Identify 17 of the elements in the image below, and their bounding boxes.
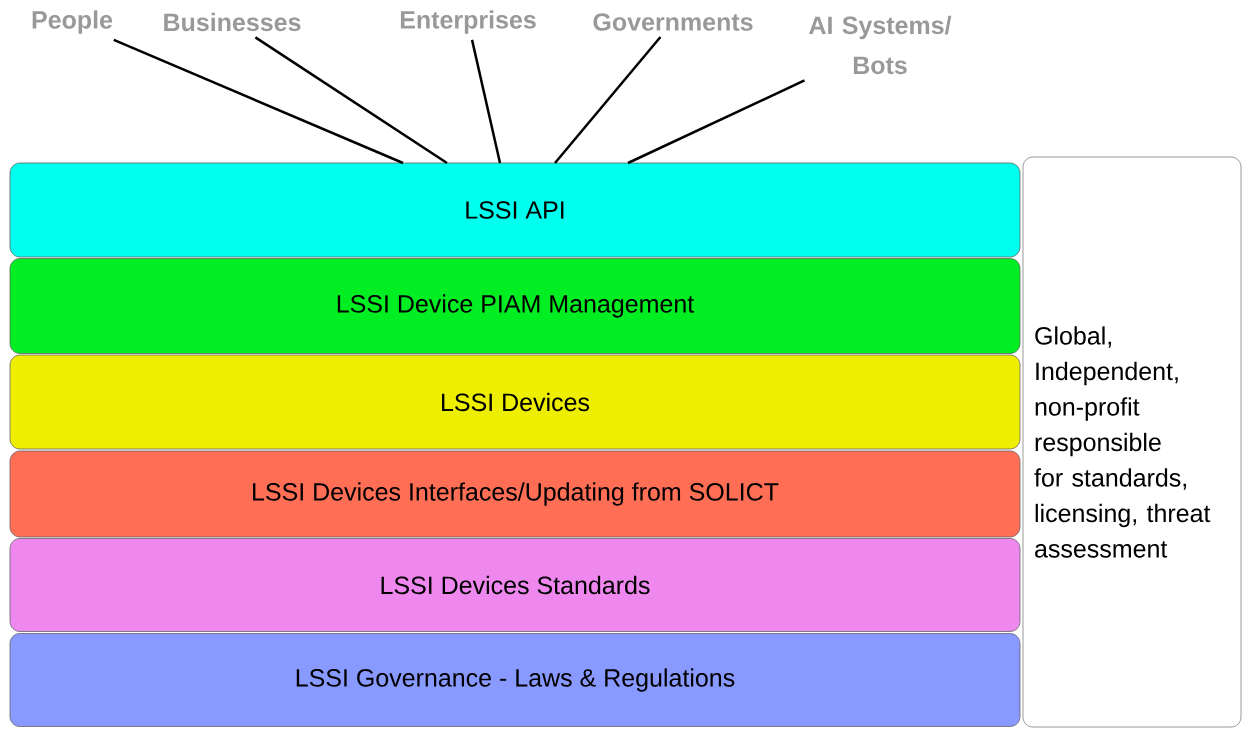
layer-band: LSSI Devices Standards [9,538,1021,632]
connector-line [470,39,502,164]
layer-band: LSSI Devices [9,354,1021,450]
connector-line [554,36,662,164]
category-label: Governments [593,13,753,31]
side-note-box: Global, Independent, non-profit responsible for standards, licensing, threat assessment [1022,156,1242,728]
connector-line [254,36,448,165]
layer-band: LSSI Governance - Laws & Regulations [9,633,1021,727]
category-label: People [32,10,113,34]
category-label: AI Systems/ Bots [809,15,952,75]
layer-band: LSSI Device PIAM Management [9,258,1021,354]
category-label: Businesses [164,12,301,32]
category-label: Enterprises [400,10,536,34]
layer-band: LSSI API [9,162,1021,258]
connector-line [113,38,404,165]
layer-band: LSSI Devices Interfaces/Updating from SOLICT [9,450,1021,538]
connector-line [627,79,806,165]
